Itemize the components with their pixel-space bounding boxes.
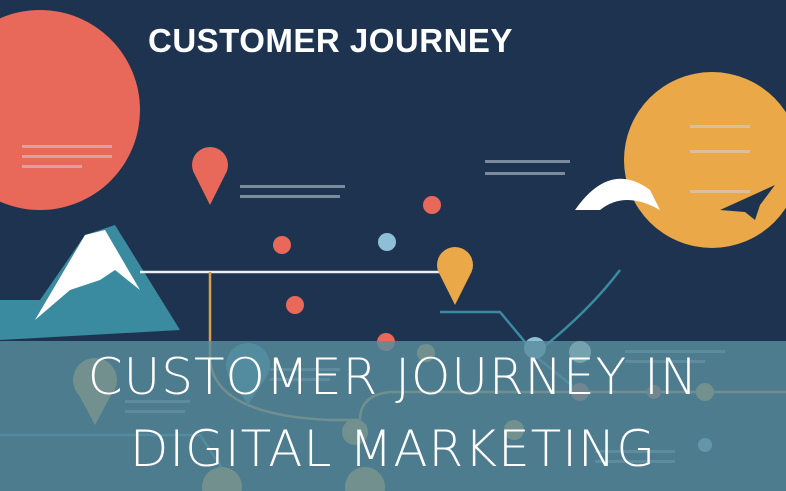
infographic-title: CUSTOMER JOURNEY — [148, 22, 513, 59]
mountain-snow — [35, 230, 140, 320]
title-overlay-band — [0, 341, 786, 491]
overlay-title-line-1: CUSTOMER JOURNEY IN — [87, 348, 699, 406]
overlay-title-line-2: DIGITAL MARKETING — [129, 420, 657, 478]
coral-sun — [0, 10, 140, 210]
airplane-icon — [720, 185, 775, 220]
orange-sun — [624, 72, 786, 248]
wave-shape — [575, 178, 660, 210]
